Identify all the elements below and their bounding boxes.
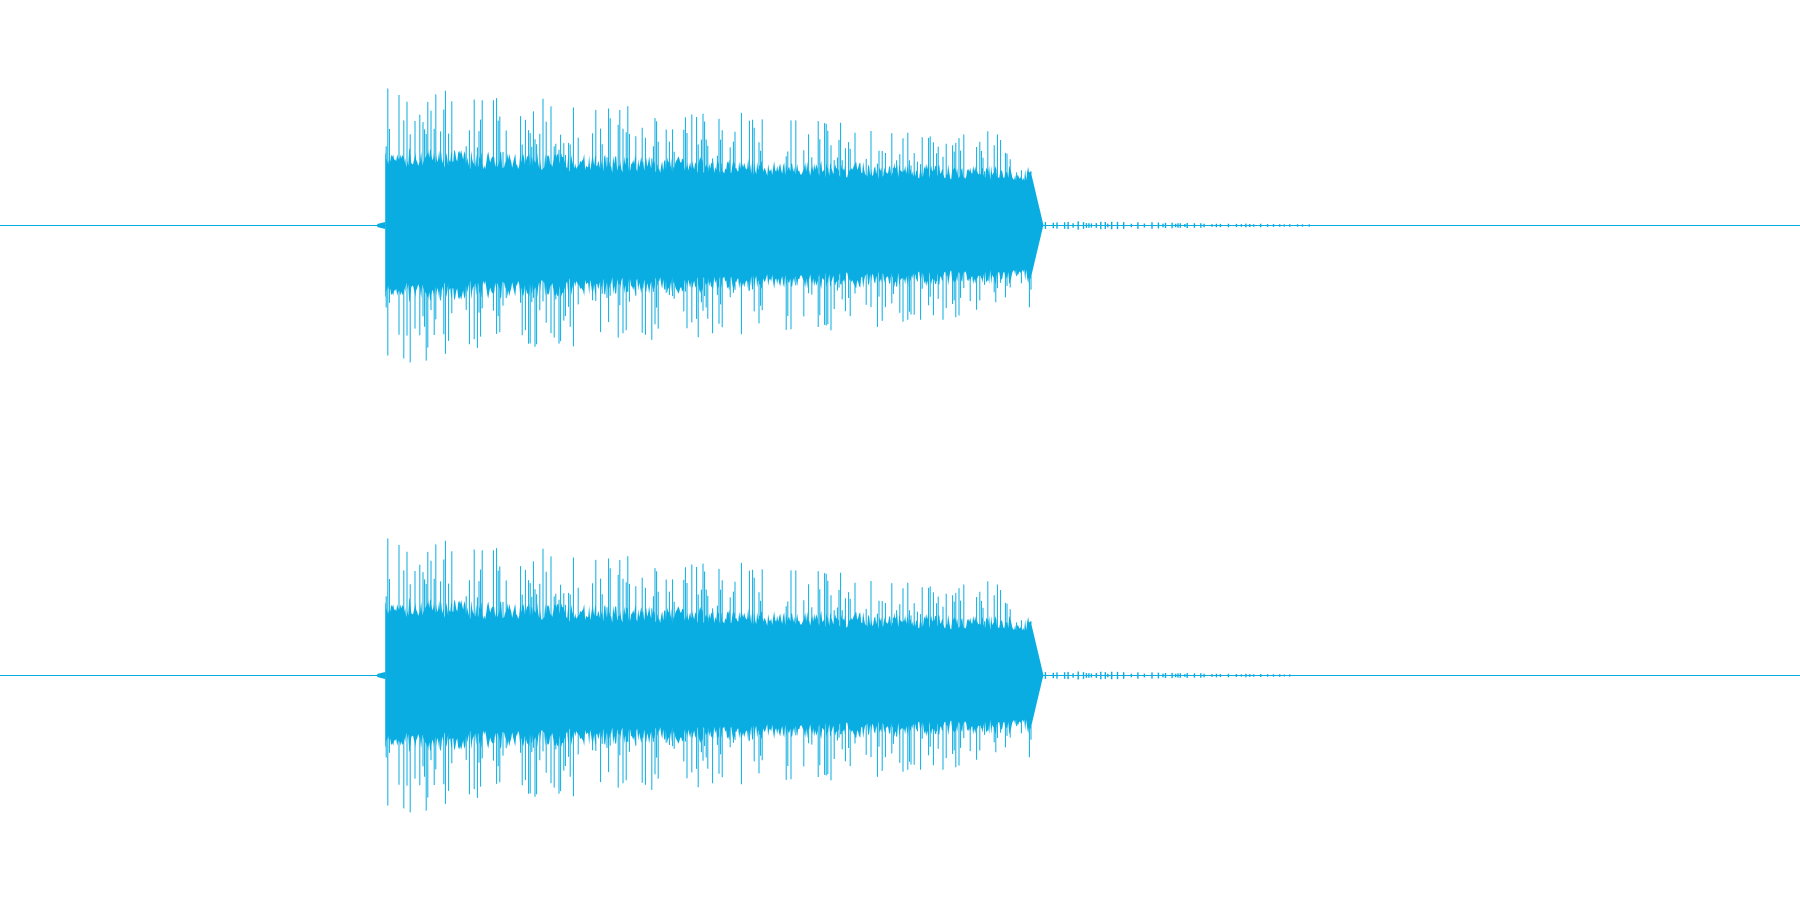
- channel-1-waveform-body: [385, 148, 1044, 302]
- channel-2-tail: [1044, 671, 1291, 680]
- channel-1-onset: [377, 222, 386, 229]
- channel-2-waveform-body: [385, 598, 1044, 752]
- channel-1-waveform-peaks: [385, 88, 1032, 363]
- channel-2-onset: [377, 672, 386, 679]
- channel-1-tail: [1044, 221, 1310, 230]
- channel-1-track: [0, 88, 1800, 363]
- channel-2-track: [0, 538, 1800, 813]
- channel-2-waveform-peaks: [385, 538, 1032, 813]
